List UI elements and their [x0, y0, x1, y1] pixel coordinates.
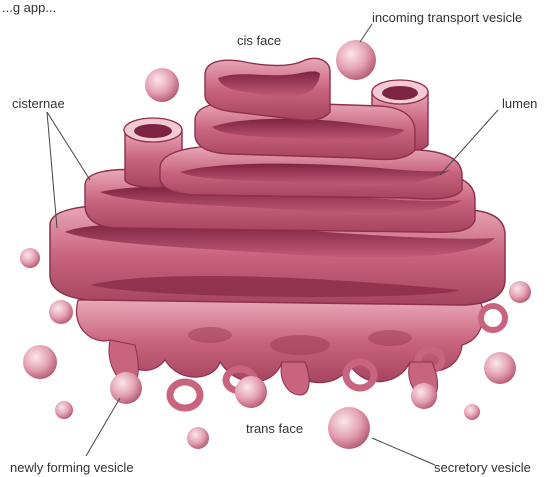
label-secretory-vesicle: secretory vesicle [434, 460, 531, 475]
vesicle [464, 404, 480, 420]
vesicle [145, 68, 179, 102]
label-newly-forming-vesicle: newly forming vesicle [10, 460, 134, 475]
vesicle [328, 407, 370, 449]
label-lumen: lumen [502, 96, 537, 111]
vesicle [20, 248, 40, 268]
label-cis-face: cis face [237, 33, 281, 48]
vesicle [336, 40, 376, 80]
vesicle [235, 376, 267, 408]
vesicle [411, 383, 437, 409]
vesicle [484, 352, 516, 384]
vesicle [509, 281, 531, 303]
vesicle [187, 427, 209, 449]
vesicle [55, 401, 73, 419]
cut-off-caption: ...g app... [2, 0, 56, 15]
vesicle [49, 300, 73, 324]
label-incoming-transport-vesicle: incoming transport vesicle [372, 10, 522, 25]
label-cisternae: cisternae [12, 96, 65, 111]
label-trans-face: trans face [246, 421, 303, 436]
vesicle [110, 372, 142, 404]
vesicle [23, 345, 57, 379]
